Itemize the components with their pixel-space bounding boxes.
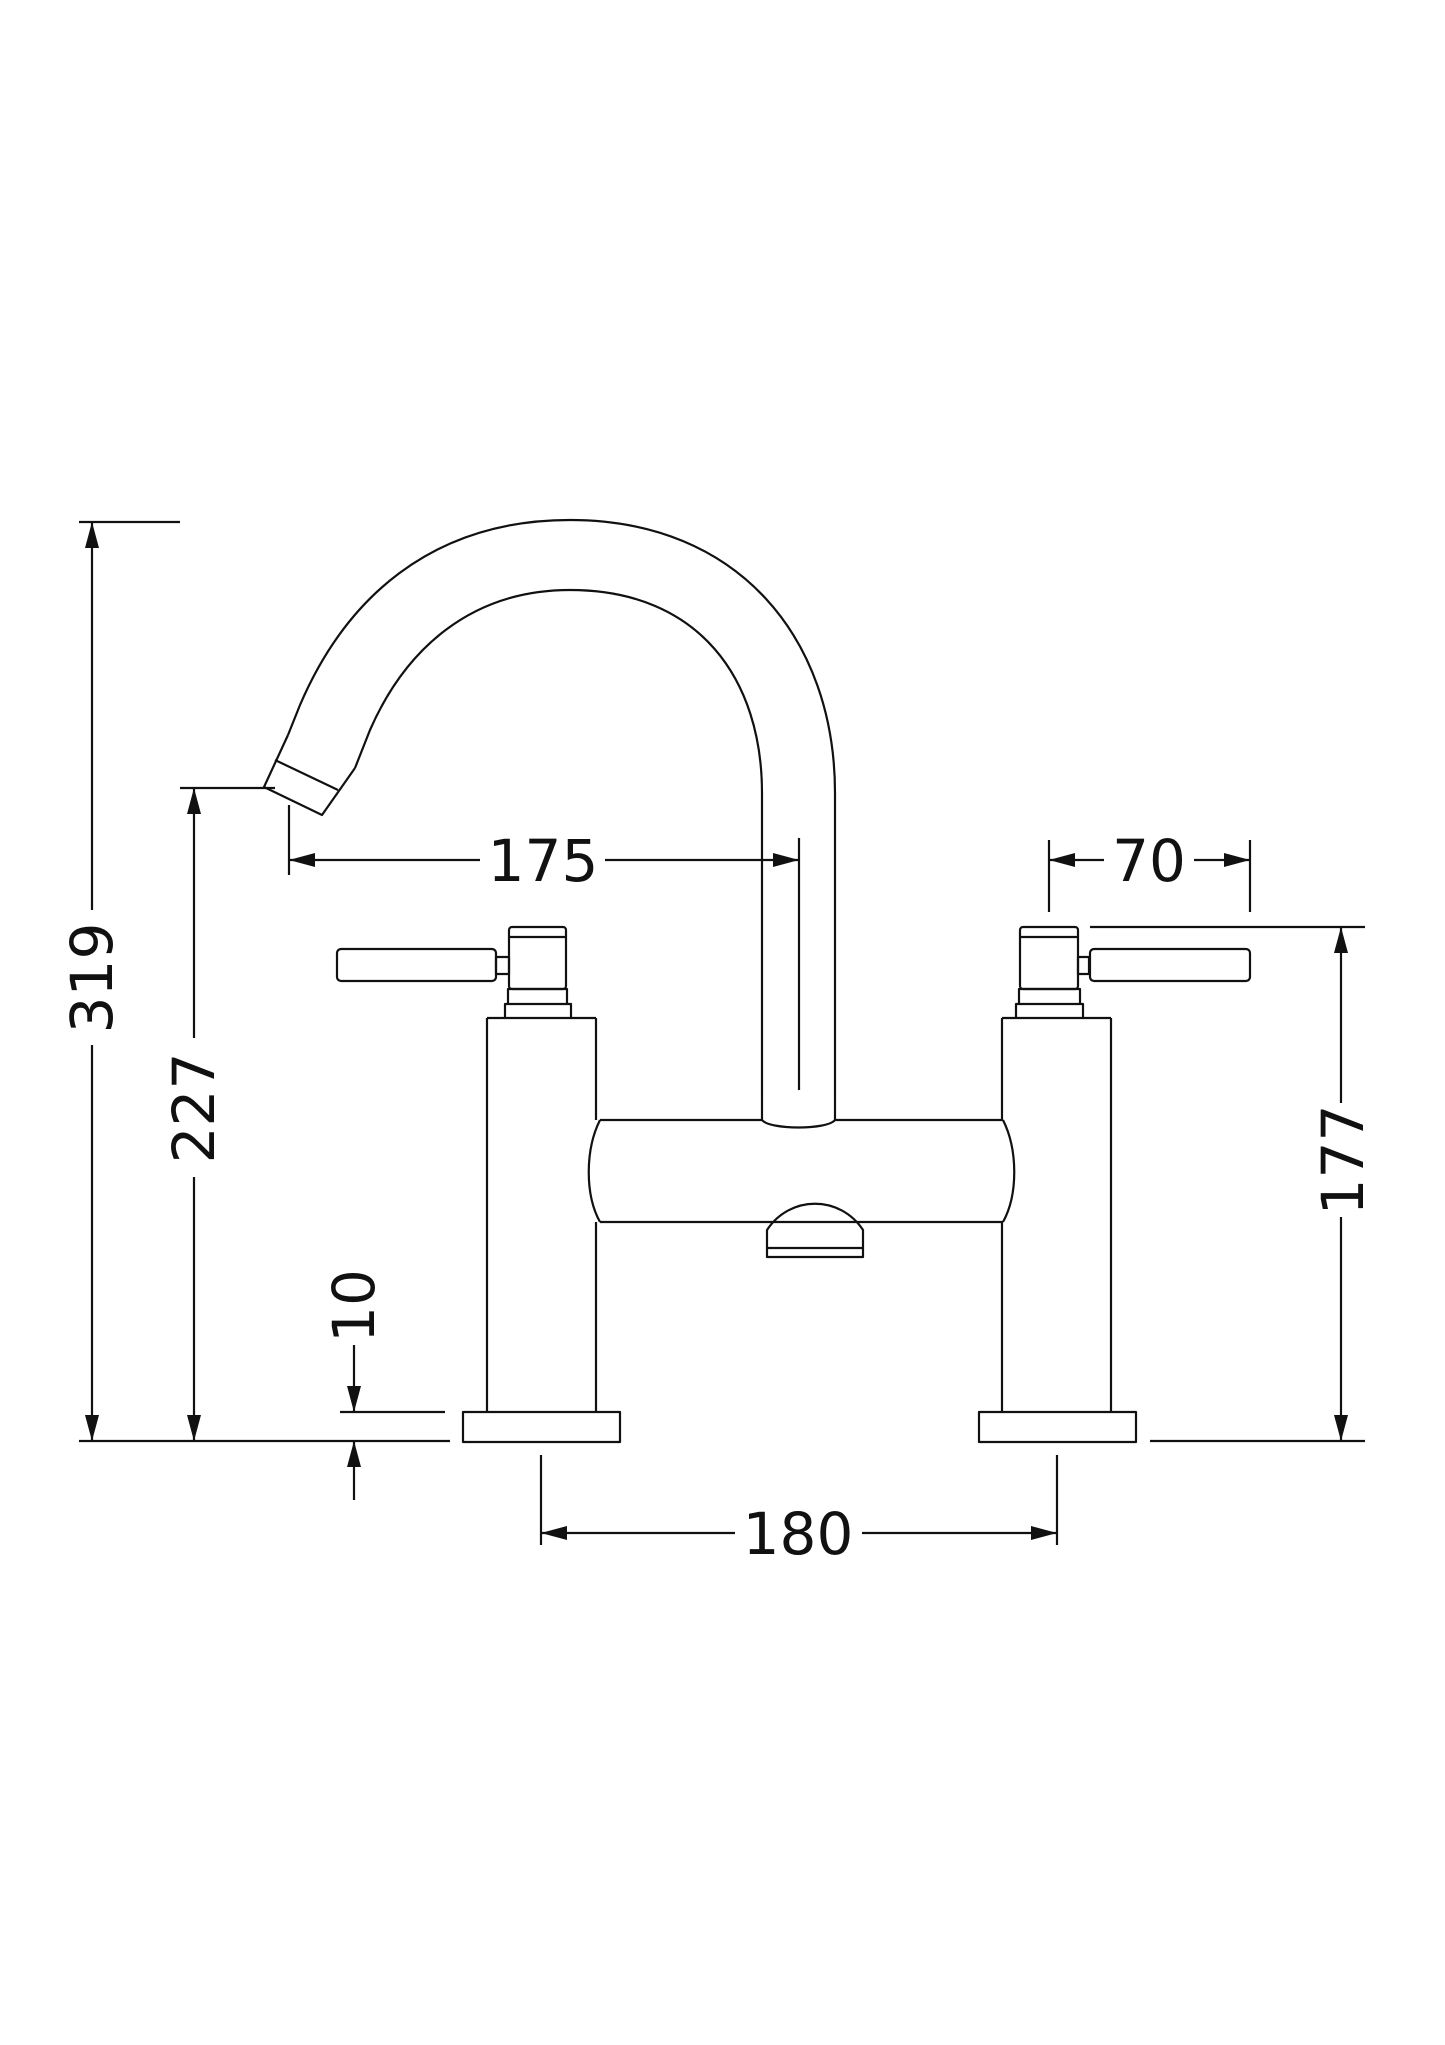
spout bbox=[262, 518, 837, 1095]
dimension-label-180: 180 bbox=[743, 1500, 854, 1568]
dimension-label-10: 10 bbox=[320, 1269, 388, 1343]
tap-outline bbox=[262, 518, 1252, 1444]
right-pillar bbox=[977, 1016, 1138, 1444]
dimension-10: 10 bbox=[320, 1269, 445, 1500]
dimension-70: 70 bbox=[1047, 827, 1252, 912]
left-pillar bbox=[461, 1016, 622, 1444]
dimension-label-227: 227 bbox=[160, 1053, 228, 1164]
dimension-227: 227 bbox=[160, 786, 275, 1441]
dimension-label-319: 319 bbox=[58, 923, 126, 1034]
bridge-body bbox=[587, 1095, 1016, 1259]
right-lever-handle bbox=[1014, 925, 1252, 1018]
dimension-label-70: 70 bbox=[1112, 827, 1186, 895]
dimension-label-175: 175 bbox=[488, 827, 599, 895]
dimension-177: 177 bbox=[1090, 925, 1377, 1443]
dimension-180: 180 bbox=[539, 1455, 1059, 1568]
dimension-label-177: 177 bbox=[1309, 1105, 1377, 1216]
dimension-175: 175 bbox=[287, 805, 801, 1090]
dimension-319: 319 bbox=[58, 520, 450, 1443]
left-lever-handle bbox=[335, 925, 573, 1018]
